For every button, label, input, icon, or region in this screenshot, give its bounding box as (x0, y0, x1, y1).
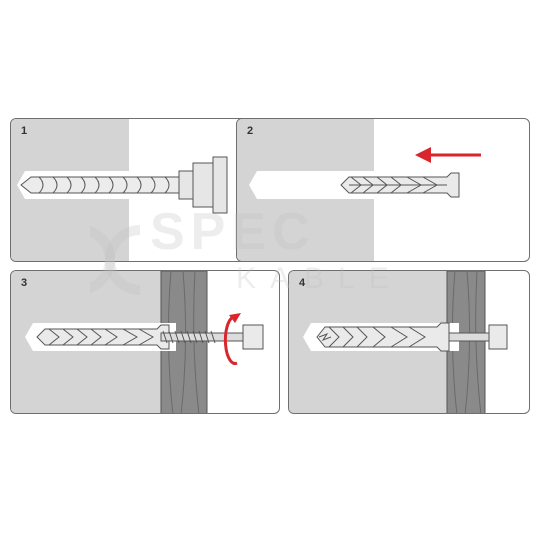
step-number: 4 (299, 277, 306, 289)
drill-illustration (11, 119, 228, 261)
step-2-panel: 2 (236, 118, 530, 262)
drill-chuck (192, 162, 214, 208)
step-number: 3 (21, 277, 28, 289)
drilled-hole (249, 171, 374, 199)
insert-direction-arrow (415, 147, 481, 163)
step-1-panel: 1 (10, 118, 266, 262)
step-4-panel: 4 (288, 270, 530, 414)
wall-plug (340, 172, 460, 198)
watermark-line-2: KABLE (236, 262, 403, 295)
step-3-panel: 3 (10, 270, 280, 414)
insert-illustration (237, 119, 481, 261)
expanded-wall-plug (316, 322, 450, 352)
screw-head (242, 324, 264, 350)
step-number: 1 (21, 125, 28, 137)
drill-flutes (38, 176, 170, 194)
rotation-arrow (223, 313, 241, 365)
screw-illustration (11, 271, 264, 413)
watermark-line-1: SPEC (150, 203, 316, 261)
screw-thread (162, 330, 216, 344)
wall-plug (36, 324, 170, 350)
screw-shank (448, 332, 490, 342)
drill-body (212, 156, 228, 214)
screw-head (488, 324, 508, 350)
step-number: 2 (247, 125, 254, 137)
drill-chuck-collar (178, 170, 194, 200)
fixed-illustration (289, 271, 508, 413)
